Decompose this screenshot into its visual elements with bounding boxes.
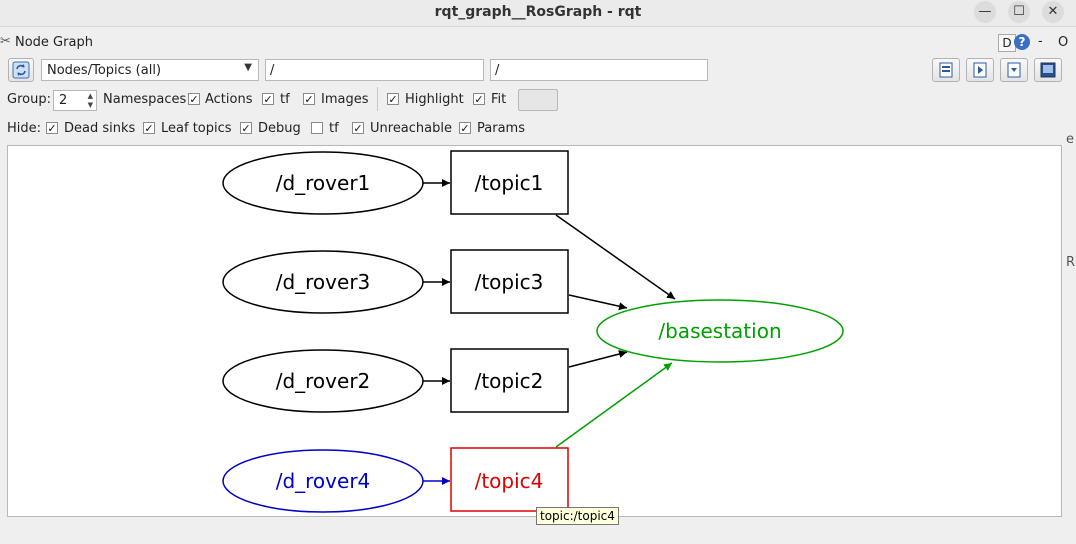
edge-topic4-basestation [555, 362, 673, 448]
dead-sinks-label: Dead sinks [64, 121, 136, 136]
edge-topic3-basestation [568, 294, 628, 311]
node-d-rover1[interactable]: /d_rover1 [222, 151, 424, 215]
images-checkbox[interactable]: ✓ [303, 93, 315, 106]
group-label: Group: [7, 92, 51, 107]
graph-type-select[interactable]: Nodes/Topics (all) ▼ [41, 59, 259, 81]
hide-tf-label: tf [329, 121, 339, 136]
fit-label: Fit [491, 92, 507, 107]
namespace-filter-value: / [270, 63, 275, 78]
topic-topic4[interactable]: /topic4 [450, 447, 569, 512]
close-button[interactable]: ✕ [1042, 1, 1064, 23]
help-icon[interactable]: ? [1014, 34, 1030, 50]
background-window-edge-r: R [1066, 255, 1076, 270]
open-file-icon [939, 62, 953, 78]
topic-filter-input[interactable]: / [490, 59, 708, 81]
node-d-rover3[interactable]: /d_rover3 [222, 250, 424, 314]
hide-tf-checkbox[interactable] [311, 122, 323, 134]
save-dot-button[interactable] [966, 58, 994, 82]
options-row: Group: 2 ▲ ▼ Namespaces ✓ Actions ✓ tf ✓… [0, 87, 1076, 111]
namespace-filter-input[interactable]: / [265, 59, 484, 81]
panel-minimize-button[interactable]: - [1038, 34, 1043, 49]
node-d-rover4-label: /d_rover4 [276, 469, 371, 493]
graph-canvas[interactable]: /d_rover1 /d_rover3 /d_rover2 /d_rover4 … [7, 145, 1062, 517]
hide-row: Hide: ✓ Dead sinks ✓ Leaf topics ✓ Debug… [0, 119, 1076, 139]
refresh-icon [12, 61, 30, 79]
node-d-rover4[interactable]: /d_rover4 [222, 449, 424, 513]
actions-label: Actions [205, 92, 253, 107]
hide-label: Hide: [7, 121, 42, 136]
edge-topic2-basestation [568, 350, 628, 368]
minimize-button[interactable]: — [974, 1, 996, 23]
load-dot-button[interactable] [932, 58, 960, 82]
refresh-button[interactable] [8, 58, 34, 82]
topic-topic4-label: /topic4 [475, 469, 544, 493]
topic-topic3-label: /topic3 [475, 270, 544, 294]
image-icon [1040, 62, 1056, 78]
node-d-rover1-label: /d_rover1 [276, 171, 371, 195]
save-svg-icon [1007, 62, 1021, 78]
background-window-edge-e: e [1066, 132, 1074, 147]
topic-filter-value: / [495, 63, 500, 78]
chevron-down-icon: ▼ [244, 62, 252, 73]
debug-label: Debug [258, 121, 301, 136]
save-image-button[interactable] [1034, 58, 1062, 82]
topic-topic1[interactable]: /topic1 [450, 150, 569, 215]
spin-down-icon[interactable]: ▼ [87, 101, 93, 109]
highlight-checkbox[interactable]: ✓ [387, 93, 399, 106]
leaf-topics-label: Leaf topics [161, 121, 232, 136]
maximize-button[interactable]: ☐ [1008, 1, 1030, 23]
window-title: rqt_graph__RosGraph - rqt [434, 4, 642, 20]
tools-icon: ✂ [0, 34, 11, 49]
panel-options-button[interactable]: O [1058, 35, 1069, 50]
highlight-color-button[interactable] [518, 89, 558, 111]
toolbar-separator [377, 87, 378, 111]
node-d-rover2-label: /d_rover2 [276, 369, 371, 393]
leaf-topics-checkbox[interactable]: ✓ [143, 122, 155, 135]
topic-topic3[interactable]: /topic3 [450, 249, 569, 314]
save-svg-button[interactable] [1000, 58, 1028, 82]
spin-up-icon[interactable]: ▲ [87, 92, 93, 100]
debug-checkbox[interactable]: ✓ [240, 122, 252, 135]
unreachable-checkbox[interactable]: ✓ [352, 122, 364, 135]
topic-topic2-label: /topic2 [475, 369, 544, 393]
node-d-rover3-label: /d_rover3 [276, 270, 371, 294]
namespaces-label: Namespaces [103, 92, 187, 107]
topic-topic1-label: /topic1 [475, 171, 544, 195]
highlight-label: Highlight [405, 92, 464, 107]
graph-type-value: Nodes/Topics (all) [47, 63, 162, 78]
panel-title: Node Graph [15, 35, 93, 50]
edge-topic1-basestation [555, 214, 676, 300]
tf-checkbox[interactable]: ✓ [262, 93, 274, 106]
hover-tooltip: topic:/topic4 [536, 507, 619, 525]
save-dot-icon [973, 62, 987, 78]
params-label: Params [477, 121, 525, 136]
node-d-rover2[interactable]: /d_rover2 [222, 349, 424, 413]
dead-sinks-checkbox[interactable]: ✓ [46, 122, 58, 135]
node-basestation[interactable]: /basestation [596, 299, 844, 363]
params-checkbox[interactable]: ✓ [459, 122, 471, 135]
node-basestation-label: /basestation [658, 319, 781, 343]
window-titlebar: rqt_graph__RosGraph - rqt — ☐ ✕ [0, 0, 1076, 27]
ros-graph: /d_rover1 /d_rover3 /d_rover2 /d_rover4 … [222, 150, 844, 513]
unreachable-label: Unreachable [370, 121, 452, 136]
topic-topic2[interactable]: /topic2 [450, 348, 569, 413]
tf-label: tf [280, 92, 290, 107]
panel-header: ✂ Node Graph D ? - O [0, 32, 1076, 54]
fit-checkbox[interactable]: ✓ [473, 93, 485, 106]
group-value: 2 [59, 93, 68, 108]
group-spinbox[interactable]: 2 ▲ ▼ [53, 90, 97, 111]
actions-checkbox[interactable]: ✓ [188, 93, 200, 106]
images-label: Images [321, 92, 369, 107]
